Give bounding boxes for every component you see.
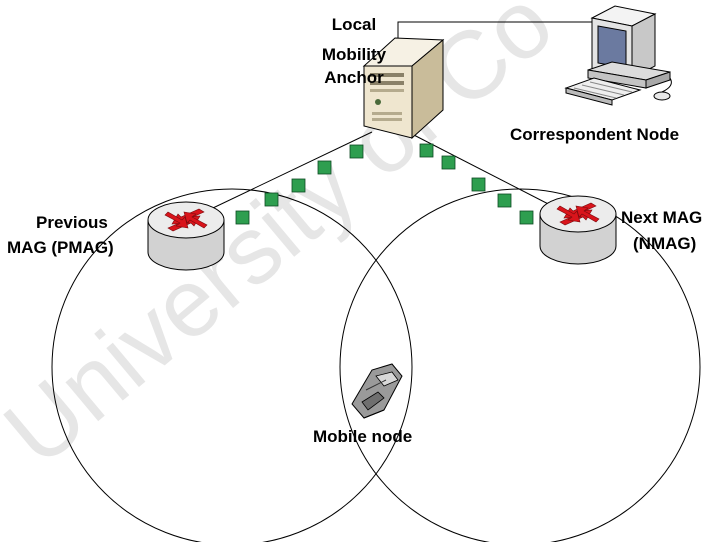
mobile-phone-icon bbox=[351, 363, 403, 419]
lma-correspondent-link bbox=[397, 21, 606, 42]
packet bbox=[419, 143, 434, 158]
pmag-label-line-1: Previous bbox=[36, 213, 108, 232]
packet bbox=[291, 178, 306, 193]
packet bbox=[235, 210, 250, 225]
nmag-label-line-1: Next MAG bbox=[621, 208, 703, 227]
lma-label-line-3: Anchor bbox=[324, 68, 384, 87]
computer-icon bbox=[564, 5, 672, 106]
packet bbox=[349, 144, 364, 159]
packet bbox=[264, 192, 279, 207]
lma-label-line-1: Local bbox=[331, 15, 377, 34]
packet bbox=[441, 155, 456, 170]
lma-label-line-2: Mobility bbox=[321, 45, 387, 64]
correspondent-node-label: Correspondent Node bbox=[510, 125, 680, 144]
nmag-label-line-2: (NMAG) bbox=[633, 234, 697, 253]
pmag-coverage-circle bbox=[51, 188, 413, 542]
packet bbox=[471, 177, 486, 192]
packet bbox=[317, 160, 332, 175]
packet bbox=[519, 210, 534, 225]
lma-server-icon bbox=[362, 37, 445, 140]
pmag-router-icon bbox=[147, 201, 225, 271]
packets-to-nmag bbox=[419, 143, 534, 225]
pmag-label-line-2: MAG (PMAG) bbox=[7, 238, 114, 257]
packets-to-pmag bbox=[235, 144, 364, 225]
mobile-node-label: Mobile node bbox=[313, 427, 413, 446]
nmag-router-icon bbox=[539, 195, 617, 265]
packet bbox=[497, 193, 512, 208]
lma-pmag-link bbox=[191, 131, 373, 219]
